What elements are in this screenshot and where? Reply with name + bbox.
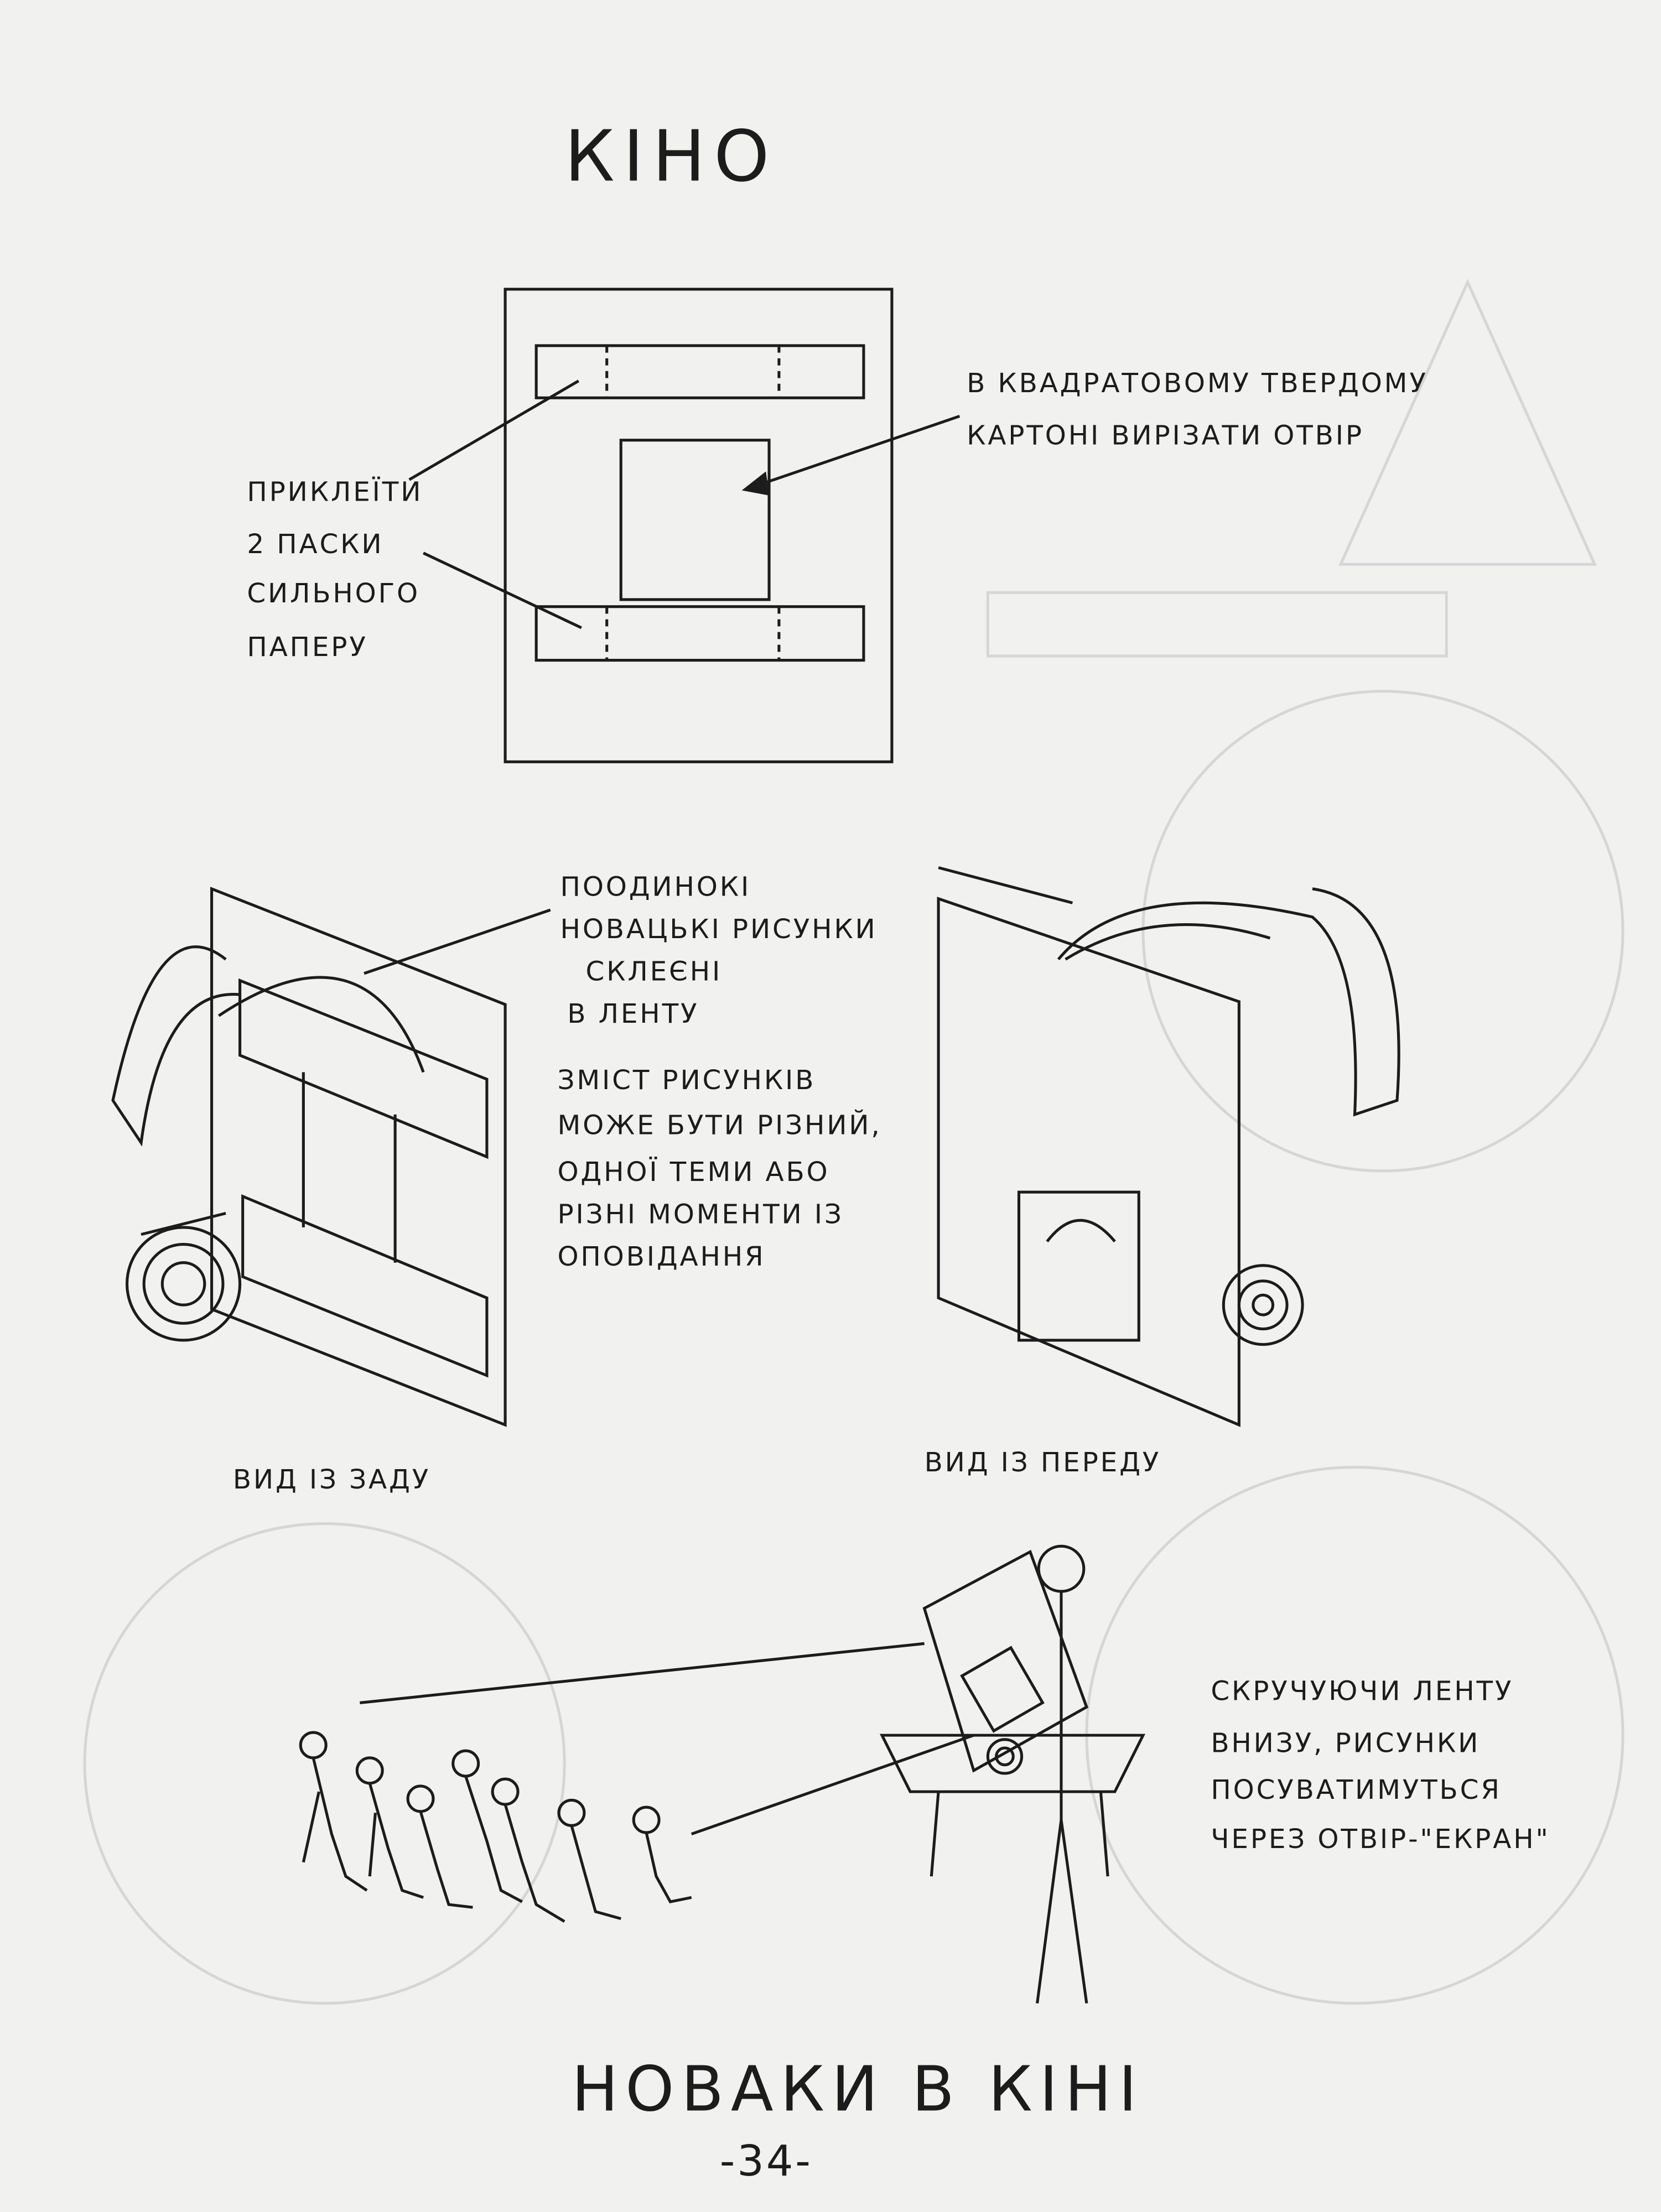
page-title: КІНО	[564, 116, 778, 198]
scroll-note-line-2: ВНИЗУ, РИСУНКИ	[1211, 1728, 1481, 1760]
back-view-diagram	[111, 887, 551, 1427]
scroll-note-line-3: ПОСУВАТИМУТЬСЯ	[1211, 1774, 1502, 1806]
content-note-line-4: РІЗНІ МОМЕНТИ ІЗ	[557, 1199, 844, 1231]
strips-note-line-4: ПАПЕРУ	[247, 632, 368, 663]
content-note-line-2: МОЖЕ БУТИ РІЗНИЙ,	[557, 1110, 882, 1142]
front-view-label: ВИД ІЗ ПЕРЕДУ	[924, 1447, 1161, 1479]
content-note-line-5: ОПОВІДАННЯ	[557, 1241, 766, 1273]
cinema-scene	[299, 1544, 1146, 2004]
front-view-diagram	[937, 866, 1400, 1427]
strips-note-line-1: ПРИКЛЕЇТИ	[247, 477, 423, 508]
strips-note-line-2: 2 ПАСКИ	[247, 529, 384, 560]
back-view-label: ВИД ІЗ ЗАДУ	[232, 1464, 431, 1496]
card-note-line-2: КАРТОНІ ВИРІЗАТИ ОТВІР	[967, 420, 1364, 452]
tape-note-line-3: СКЛЕЄНІ	[585, 956, 723, 988]
tape-note-line-2: НОВАЦЬКІ РИСУНКИ	[560, 914, 878, 945]
bleed-through-marks	[83, 278, 1624, 2005]
strips-note-line-3: СИЛЬНОГО	[247, 578, 421, 610]
card-note-line-1: В КВАДРАТОВОМУ ТВЕРДОМУ	[967, 368, 1428, 399]
tape-note-line-1: ПООДИНОКІ	[560, 872, 751, 903]
scroll-note-line-4: ЧЕРЕЗ ОТВІР-"ЕКРАН"	[1211, 1824, 1550, 1855]
tape-note-line-4: В ЛЕНТУ	[567, 998, 699, 1030]
caption: НОВАКИ В КІНІ	[571, 2054, 1144, 2126]
audience	[299, 1731, 692, 1923]
cardboard-diagram	[408, 288, 961, 763]
content-note-line-1: ЗМІСТ РИСУНКІВ	[557, 1065, 816, 1096]
content-note-line-3: ОДНОЇ ТЕМИ АБО	[557, 1157, 830, 1188]
scroll-note-line-1: СКРУЧУЮЧИ ЛЕНТУ	[1211, 1675, 1514, 1708]
page-number: -34-	[719, 2137, 813, 2187]
